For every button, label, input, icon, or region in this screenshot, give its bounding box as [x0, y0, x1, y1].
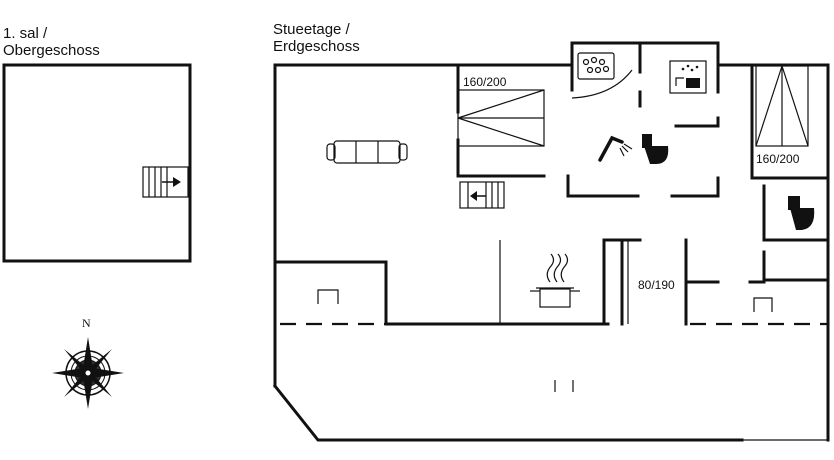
ground-stair-icon — [459, 181, 505, 209]
compass-north-letter: N — [82, 316, 91, 330]
sofa-icon — [326, 140, 408, 164]
double-bed-icon-right — [755, 65, 809, 147]
terrace-chair-icon-right — [753, 297, 773, 312]
bed-size-label-left: 160/200 — [463, 75, 507, 89]
toilet-icon-bathroom — [642, 134, 669, 164]
whirlpool-icon — [577, 52, 615, 80]
double-bed-icon-left — [457, 89, 545, 147]
ground-floor-label: Stueetage / Erdgeschoss — [273, 21, 360, 55]
upper-floor-label-line1: 1. sal / — [3, 25, 48, 42]
compass-rose-icon — [52, 337, 124, 409]
bed-size-label-right: 160/200 — [756, 152, 800, 166]
terrace-chair-icon-left — [317, 289, 339, 304]
upper-floor-label-line2: Obergeschoss — [3, 42, 100, 59]
kitchen-pot-icon — [530, 253, 580, 308]
shower-icon — [598, 135, 633, 162]
upper-floor-label: 1. sal / Obergeschoss — [3, 25, 100, 59]
terrace-marks — [554, 380, 574, 392]
toilet-icon-wc — [788, 196, 815, 230]
bed-size-label-alcove: 80/190 — [638, 278, 675, 292]
ground-floor-label-line2: Erdgeschoss — [273, 38, 360, 55]
ground-floor-walls — [272, 41, 830, 442]
upper-floor-outline — [2, 63, 192, 263]
ground-floor-plan — [272, 41, 830, 442]
sauna-icon — [669, 60, 707, 94]
upper-stair-icon — [142, 166, 189, 198]
ground-floor-label-line1: Stueetage / — [273, 21, 350, 38]
upper-floor-plan — [2, 63, 192, 263]
